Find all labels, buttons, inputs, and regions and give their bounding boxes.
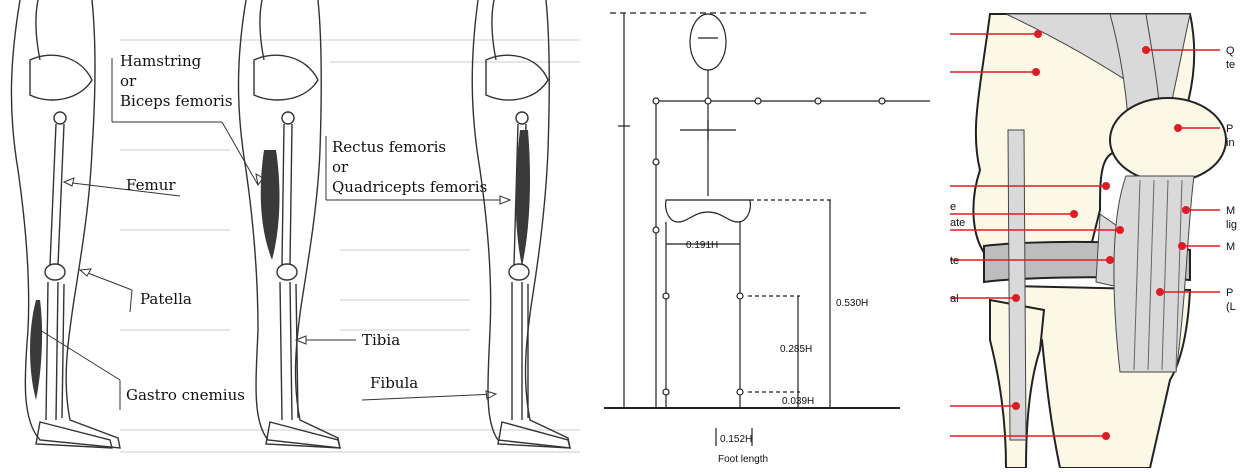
patella-label: Patella [140, 290, 192, 308]
knee-height-label: 0.285H [780, 344, 812, 355]
knee-label-r1b: te [1226, 59, 1235, 71]
foot-length-value: 0.152H [720, 434, 752, 445]
knee-anatomy-diagram: Q te P in M lig M P (L e ate te al [950, 0, 1240, 468]
fibula-label: Fibula [370, 374, 418, 392]
knee-label-r4: M [1226, 241, 1235, 253]
femur-label: Femur [126, 176, 176, 194]
knee-label-r2b: in [1226, 137, 1235, 149]
hip-height-label: 0.530H [836, 298, 868, 309]
foot-length-label: Foot length [718, 454, 768, 465]
patella-bone [1110, 98, 1226, 182]
rectus-label-line2: or [332, 158, 349, 176]
hamstring-label-line2: or [120, 72, 137, 90]
ankle-height-label: 0.039H [782, 396, 814, 407]
gastrocnemius-pointer [40, 330, 120, 380]
knee-label-r3: M [1226, 205, 1235, 217]
femur-arrow [64, 178, 74, 186]
knee-label-l1: e [950, 201, 956, 213]
knee-label-r5: P [1226, 287, 1233, 299]
fibula-pointer [362, 394, 496, 400]
rectus-label-line1: Rectus femoris [332, 138, 446, 156]
hamstring-muscle [261, 150, 280, 260]
knee-label-l4: al [950, 293, 959, 305]
leg-diagram-svg: Femur Patella Gastro cnemius Hamstring o… [0, 0, 600, 468]
knee-label-r5b: (L [1226, 301, 1236, 313]
hip-width-label: 0.191H [686, 240, 718, 251]
rectus-label-line3: Quadricepts femoris [332, 178, 487, 196]
gastrocnemius-muscle [30, 300, 42, 400]
gastrocnemius-label: Gastro cnemius [126, 386, 245, 404]
tibia-label: Tibia [362, 331, 400, 349]
hamstring-label-line1: Hamstring [120, 52, 202, 70]
patella-arrow [80, 269, 91, 276]
collateral-ligament [1008, 130, 1026, 440]
hamstring-label-line3: Biceps femoris [120, 92, 233, 110]
knee-label-r3b: lig [1226, 219, 1237, 231]
anthropometric-diagram: 0.191H 0.530H 0.285H 0.039H 0.152H Foot … [600, 0, 940, 468]
knee-label-r1: Q [1226, 45, 1235, 57]
knee-svg: Q te P in M lig M P (L e ate te al [950, 0, 1240, 468]
knee-label-l3: te [950, 255, 959, 267]
knee-label-l2: ate [950, 217, 965, 229]
leg-figure-2 [239, 0, 341, 448]
anthropometric-svg: 0.191H 0.530H 0.285H 0.039H 0.152H Foot … [600, 0, 940, 468]
leg-muscle-diagram: Femur Patella Gastro cnemius Hamstring o… [0, 0, 600, 468]
leg-figure-1 [11, 0, 120, 448]
hamstring-pointer [222, 122, 258, 185]
knee-label-r2: P [1226, 123, 1233, 135]
